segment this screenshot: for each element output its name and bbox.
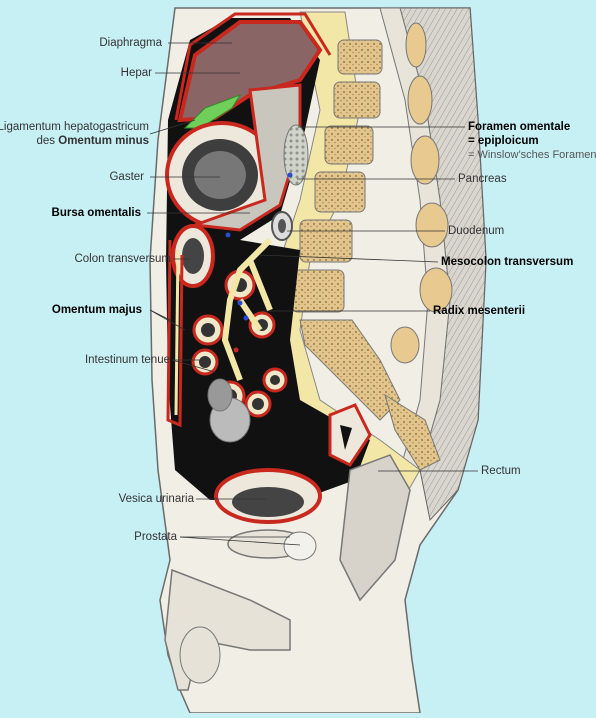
label-hepar: Hepar — [120, 67, 152, 79]
label-omentum-minus: Omentum minus — [58, 135, 149, 147]
label-duodenum: Duodenum — [448, 225, 505, 237]
label-bursa-omentalis: Bursa omentalis — [51, 207, 141, 219]
diaphragm — [174, 12, 332, 121]
label-rectum: Rectum — [481, 465, 521, 477]
sigmoid-colon — [328, 403, 372, 467]
label-epiploicum: = epiploicum — [468, 135, 539, 147]
label-mesocolon-transversum: Mesocolon transversum — [441, 256, 574, 268]
label-vesica-urinaria: Vesica urinaria — [118, 493, 194, 505]
external-genitalia — [164, 568, 291, 691]
label-gaster: Gaster — [109, 171, 144, 183]
label-prostata: Prostata — [134, 531, 177, 543]
label-lig-hepatogastricum: Ligamentum hepatogastricum — [0, 121, 149, 133]
label-intestinum-tenue: Intestinum tenue — [84, 354, 170, 366]
vertebral-column — [291, 39, 441, 471]
label-colon-transversum: Colon transversum — [74, 253, 171, 265]
label-radix-mesenterii: Radix mesenterii — [433, 305, 526, 317]
omentum-majus — [166, 239, 184, 428]
bursa-omentalis — [194, 83, 302, 232]
leader-lines — [147, 42, 478, 546]
label-omentum-minus-line: des Omentum minus — [36, 135, 149, 147]
pancreas — [283, 124, 309, 186]
label-diaphragma: Diaphragma — [99, 37, 162, 49]
spinous-processes — [390, 22, 453, 364]
label-pancreas: Pancreas — [458, 173, 507, 185]
rectum — [339, 454, 411, 602]
label-foramen-omentale: Foramen omentale — [468, 121, 571, 133]
label-winslow-foramen: = Winslow’sches Foramen — [468, 149, 596, 161]
mesenteric-vessels — [221, 172, 293, 382]
label-omentum-majus: Omentum majus — [51, 304, 142, 316]
